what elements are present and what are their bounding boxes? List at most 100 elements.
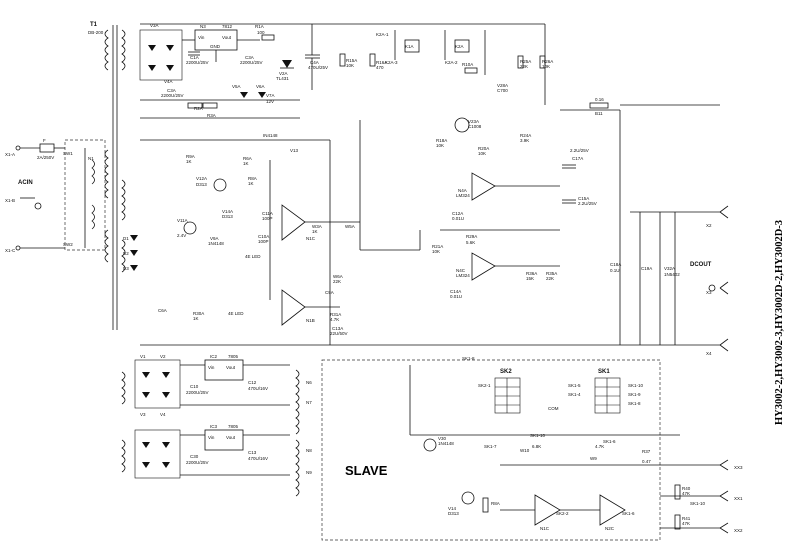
- r16a-label: R16A: [376, 60, 387, 65]
- r10a-label: R10A: [462, 62, 473, 67]
- led2-label: 4E LED: [228, 311, 244, 316]
- dcout-label: DCOUT: [690, 262, 712, 268]
- c9a-label: C9A: [325, 290, 334, 295]
- v9a-label: V9A: [210, 236, 219, 241]
- n1-label: N1: [88, 156, 94, 161]
- r3a-label: R3A: [207, 113, 216, 118]
- ic3-vin: Vin: [208, 435, 215, 440]
- c11a-label: C11A: [262, 211, 273, 216]
- n1b-label: N1B: [306, 318, 315, 323]
- r26a-value: 10K: [542, 64, 550, 69]
- r25a-label: R25A: [520, 59, 531, 64]
- c13-value: 470U/16V: [248, 456, 268, 461]
- n7-label: N7: [306, 400, 312, 405]
- c14a-value: 0.01U: [450, 294, 462, 299]
- side-title-box: HY3002-2,HY3002-3,HY3002D-2,HY3002D-3: [774, 220, 785, 425]
- regulator-gnd: GND: [210, 44, 221, 49]
- r12-label: 0.16: [595, 97, 604, 102]
- v2-label: V2: [160, 354, 166, 359]
- x3-label: X3: [706, 290, 712, 295]
- c4a-value: 470U/25V: [308, 65, 328, 70]
- regulator-7812: [182, 29, 260, 62]
- w9-label: W9: [590, 456, 597, 461]
- x2-label: X2: [706, 223, 712, 228]
- sk1-10-label: SK1-10: [628, 383, 644, 388]
- x4-label: X4: [706, 351, 712, 356]
- r18a-value: 10K: [436, 143, 444, 148]
- ic2-vin: Vin: [208, 365, 215, 370]
- r29a-label: R29A: [466, 234, 477, 239]
- c3a-top-value: 2200U/25V: [161, 93, 184, 98]
- v5a-label: V5A: [232, 84, 241, 89]
- r24a-label: R24A: [520, 133, 531, 138]
- r6a-label: R6A: [243, 156, 252, 161]
- ic3-code: 7805: [228, 424, 239, 429]
- r16a-value: 470: [376, 65, 384, 70]
- n4c-label: N4C: [456, 268, 466, 273]
- sk1-7-label: SK1-7: [484, 444, 497, 449]
- v9a-code: 1N4148: [208, 241, 224, 246]
- c12a-label: C12A: [452, 211, 463, 216]
- r21a-label: R21A: [432, 244, 443, 249]
- t1-model: DB-200: [88, 30, 104, 35]
- sw2-label: SW2: [63, 242, 73, 247]
- ic3-vout: Vout: [226, 435, 236, 440]
- v28a-label: V28A: [497, 83, 508, 88]
- sk1-9-label: SK1-9: [628, 392, 641, 397]
- sk1-label: SK1: [598, 369, 610, 375]
- r8a-lower-label: R8A: [491, 501, 500, 506]
- r24a-value: 3.9K: [520, 138, 529, 143]
- d2-label: D2: [123, 251, 129, 256]
- w5a-label: W5A: [345, 224, 355, 229]
- c17a-value: 2.2U/25V: [570, 148, 589, 153]
- r20a-label: R20A: [478, 146, 489, 151]
- sk2-2-label: SK2-2: [556, 511, 569, 516]
- c13a-value: 22U/50V: [330, 331, 348, 336]
- sk1-5-label: SK1-5: [568, 383, 581, 388]
- w10-value: 6.8K: [532, 444, 541, 449]
- c30-label: C30: [190, 454, 199, 459]
- c10-value: 2200U/25V: [186, 390, 209, 395]
- ic2-vout: Vout: [226, 365, 236, 370]
- r40-label: R40: [682, 486, 691, 491]
- c3a-value: 2200U/25V: [240, 60, 263, 65]
- r9a-label: R9A: [186, 154, 195, 159]
- r40-value: 47K: [682, 491, 690, 496]
- v28a-code: C700: [497, 88, 508, 93]
- regulator-vin: Vin: [198, 35, 205, 40]
- c18a-label: C18A: [610, 262, 621, 267]
- v3-label: V3: [140, 412, 146, 417]
- xx2-label: XX2: [734, 528, 743, 533]
- r41-value: 47K: [682, 521, 690, 526]
- v14a-code: D313: [222, 214, 233, 219]
- led1-label: 4E LED: [245, 254, 261, 259]
- v30-code: 1N4148: [438, 441, 454, 446]
- v11a-label: V11A: [177, 218, 188, 223]
- v7a-label: V7A: [266, 93, 275, 98]
- acin-label: ACIN: [18, 180, 33, 186]
- c4a-label: C4A: [310, 60, 319, 65]
- w3a-value: 1K: [312, 229, 318, 234]
- r30a-label: R30A: [193, 311, 204, 316]
- r8a-value: 1K: [248, 181, 254, 186]
- r31a-label: R31A: [330, 312, 341, 317]
- r36a-value: 15K: [526, 276, 534, 281]
- k2a1-label: K2A-1: [376, 32, 389, 37]
- c1a-value: 2200U/25V: [186, 60, 209, 65]
- w6a-label: W6A: [333, 274, 343, 279]
- v32a-label: V32A: [664, 266, 675, 271]
- input-xc-label: X1-C: [5, 248, 16, 253]
- c30-value: 2200U/25V: [186, 460, 209, 465]
- v7a-value: 12V: [266, 99, 274, 104]
- sw1-label: SW1: [63, 151, 73, 156]
- r6a-value: 1K: [243, 161, 249, 166]
- r22a-value: 5.6K: [466, 240, 475, 245]
- r30a-value: 1K: [193, 316, 199, 321]
- v2a-code: TL431: [276, 76, 289, 81]
- v14-code: D313: [448, 511, 459, 516]
- r41-label: R41: [682, 516, 691, 521]
- v32a-code: 1N5402: [664, 272, 680, 277]
- d3-label: D3: [123, 266, 129, 271]
- w9-value: 4.7K: [595, 444, 604, 449]
